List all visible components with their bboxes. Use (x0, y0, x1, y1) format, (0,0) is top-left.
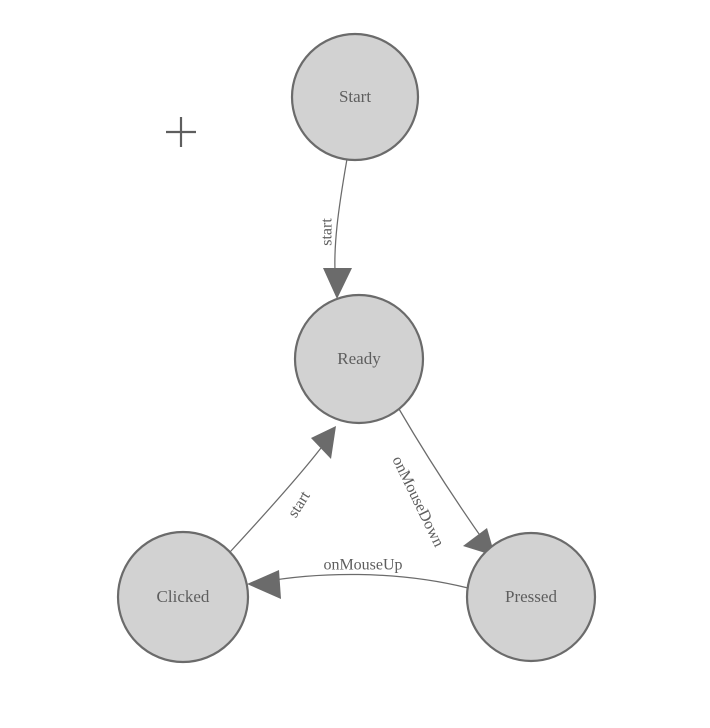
node-shape[interactable] (465, 531, 597, 663)
node-ready[interactable]: Ready (293, 293, 425, 425)
edge-path (334, 158, 348, 286)
edge-start-to-ready[interactable] (323, 158, 352, 299)
edge-ready-to-pressed[interactable] (398, 408, 495, 556)
node-label: Start (339, 87, 371, 106)
edge-label-text: onMouseUp (323, 557, 402, 574)
plus-marker-icon (166, 117, 196, 147)
node-label: Ready (337, 349, 381, 368)
node-shape[interactable] (293, 293, 425, 425)
edge-path (261, 573, 469, 589)
edge-path (229, 439, 328, 553)
edge-clicked-to-ready[interactable] (229, 426, 336, 553)
node-shape[interactable] (290, 32, 420, 162)
edge-path (398, 408, 487, 545)
arrowhead-icon (463, 528, 495, 556)
arrowhead-icon (323, 268, 352, 299)
arrowhead-icon (247, 570, 281, 599)
edge-label-text: onMouseDown (388, 454, 447, 550)
node-shape[interactable] (116, 530, 250, 664)
edge-pressed-to-clicked[interactable] (247, 570, 469, 599)
node-start[interactable]: Start (290, 32, 420, 162)
node-clicked[interactable]: Clicked (116, 530, 250, 664)
edge-label-ready-to-pressed: onMouseDown (388, 454, 447, 550)
node-label: Clicked (157, 587, 210, 606)
node-pressed[interactable]: Pressed (465, 531, 597, 663)
edge-label-start-to-ready: start (319, 218, 336, 246)
edge-label-pressed-to-clicked: onMouseUp (323, 557, 402, 574)
node-label: Pressed (505, 587, 557, 606)
edge-label-clicked-to-ready: start (285, 488, 314, 521)
edge-label-text: start (319, 218, 336, 246)
arrowhead-icon (311, 426, 336, 459)
edge-label-text: start (285, 488, 314, 521)
